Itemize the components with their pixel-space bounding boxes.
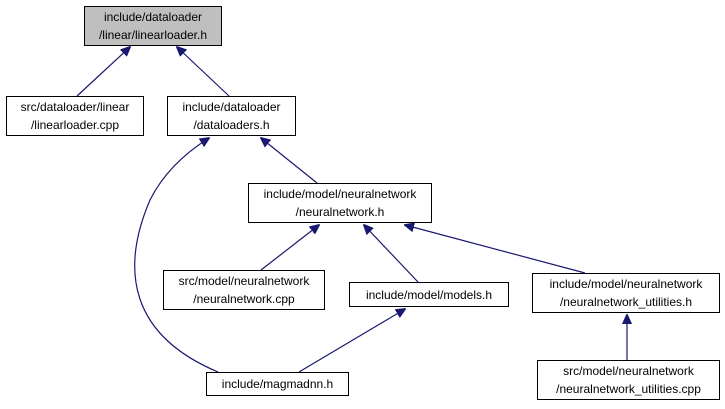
edge-models-h-to-neuralnetwork-h xyxy=(364,225,419,283)
node-nn-utilities-cpp[interactable]: src/model/neuralnetwork /neuralnetwork_u… xyxy=(537,360,720,400)
node-label-line: /linear/linearloader.h xyxy=(98,28,208,42)
edge-neuralnetwork-cpp-to-neuralnetwork-h xyxy=(260,225,319,271)
node-label-line: include/magmadnn.h xyxy=(221,377,334,391)
node-label-line: /neuralnetwork_utilities.h xyxy=(559,295,693,309)
node-linearloader-cpp[interactable]: src/dataloader/linear /linearloader.cpp xyxy=(6,96,144,136)
edge-nn-utilities-h-to-neuralnetwork-h xyxy=(405,225,586,274)
edge-neuralnetwork-h-to-dataloaders-h xyxy=(261,138,318,184)
node-label-line: src/dataloader/linear xyxy=(20,100,130,114)
edge-linearloader-cpp-to-linearloader-h xyxy=(76,47,130,97)
node-neuralnetwork-cpp[interactable]: src/model/neuralnetwork /neuralnetwork.c… xyxy=(163,270,325,310)
node-label-line: include/dataloader xyxy=(182,100,281,114)
edge-magmadnn-h-to-dataloaders-h xyxy=(134,138,219,373)
edges xyxy=(76,47,627,373)
edge-dataloaders-h-to-linearloader-h xyxy=(177,47,230,97)
node-models-h[interactable]: include/model/models.h xyxy=(349,282,509,307)
node-linearloader-h[interactable]: include/dataloader /linear/linearloader.… xyxy=(84,6,222,46)
node-label-line: include/model/models.h xyxy=(365,287,493,302)
edge-magmadnn-h-to-models-h xyxy=(298,309,405,373)
node-label-line: include/model/neuralnetwork xyxy=(549,277,703,291)
node-magmadnn-h[interactable]: include/magmadnn.h xyxy=(206,372,349,396)
node-label-line: /neuralnetwork.cpp xyxy=(193,292,295,306)
node-dataloaders-h[interactable]: include/dataloader /dataloaders.h xyxy=(167,96,296,136)
node-label-line: /linearloader.cpp xyxy=(30,118,120,132)
node-label-line: /neuralnetwork_utilities.cpp xyxy=(556,382,701,396)
node-neuralnetwork-h[interactable]: include/model/neuralnetwork /neuralnetwo… xyxy=(248,183,432,223)
node-label-line: include/model/neuralnetwork xyxy=(263,187,417,201)
node-nn-utilities-h[interactable]: include/model/neuralnetwork /neuralnetwo… xyxy=(532,273,720,313)
node-label-line: include/dataloader xyxy=(103,10,203,24)
node-label-line: /neuralnetwork.h xyxy=(295,205,385,219)
node-label-line: src/model/neuralnetwork xyxy=(563,364,694,378)
node-label-line: /dataloaders.h xyxy=(193,118,270,132)
node-label-line: src/model/neuralnetwork xyxy=(178,274,310,288)
